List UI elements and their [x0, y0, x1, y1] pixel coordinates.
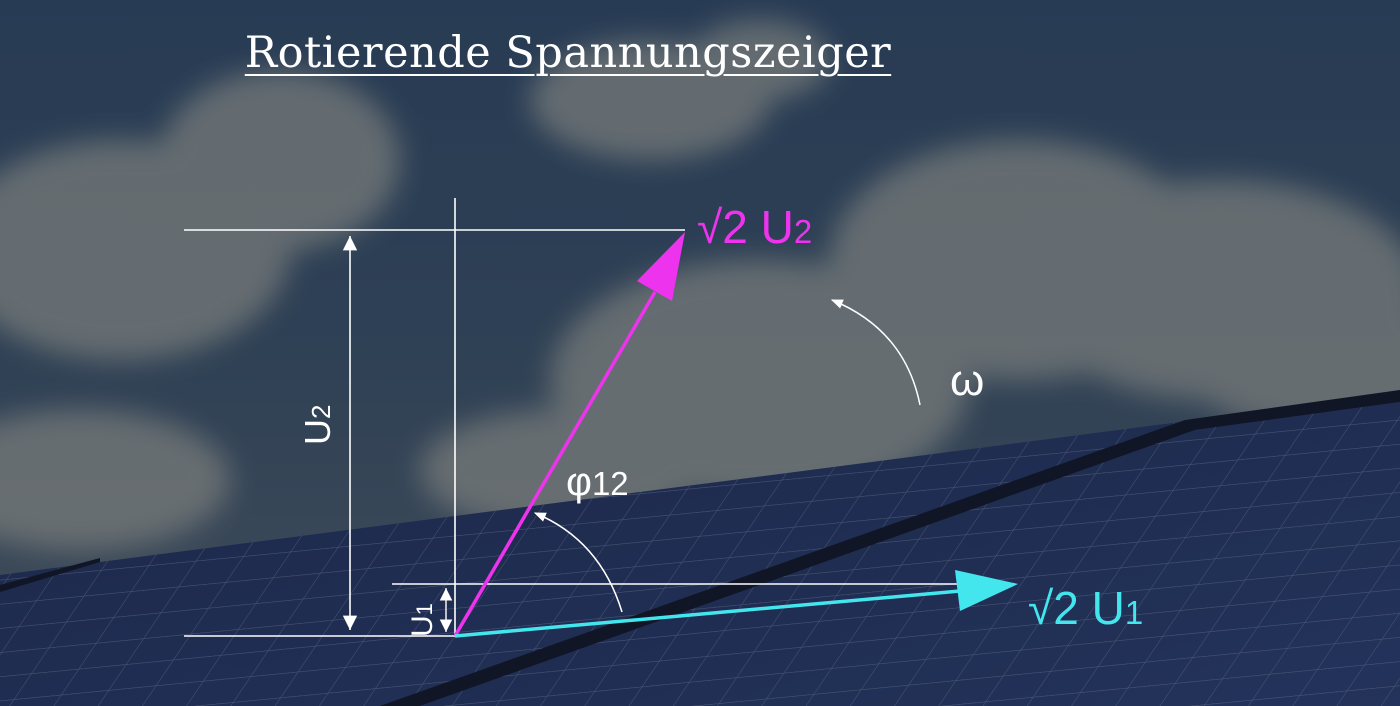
phase-angle-label: φ12 — [566, 460, 629, 504]
u1-phasor-arrow — [454, 570, 1018, 638]
u2-height-label: U2 — [297, 405, 338, 445]
slide-title: Rotierende Spannungszeiger — [244, 28, 892, 78]
construction-lines — [184, 198, 1015, 637]
angular-velocity-label: ω — [950, 356, 984, 405]
u1-height-label: U1 — [406, 603, 439, 637]
panel-strip-left — [0, 558, 100, 592]
phase-angle-arc — [533, 512, 623, 613]
u2-phasor-label: √2 U2 — [697, 201, 812, 253]
u1-phasor-label: √2 U1 — [1028, 582, 1143, 634]
clouds — [0, 20, 1400, 550]
rotation-arc — [830, 299, 921, 406]
u2-phasor-arrow — [453, 232, 685, 637]
panel-row-gap — [380, 390, 1400, 706]
